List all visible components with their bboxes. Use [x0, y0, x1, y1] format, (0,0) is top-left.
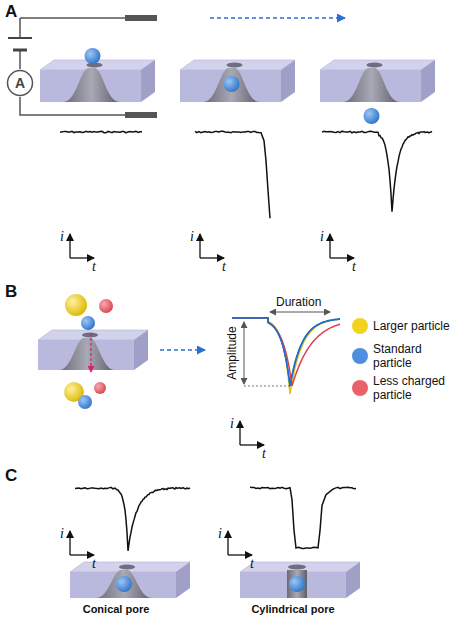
axis-label: i — [230, 416, 234, 432]
conical-pore — [204, 68, 260, 102]
battery-symbol — [8, 38, 32, 50]
axis-label: t — [92, 556, 96, 572]
current-trace — [322, 131, 432, 211]
current-axis — [69, 234, 70, 258]
duration-arrow — [270, 312, 330, 313]
standard-particle — [224, 76, 240, 92]
amplitude-label: Amplitude — [225, 326, 239, 379]
panel-label: B — [5, 282, 17, 302]
membrane — [180, 60, 295, 102]
pore-caption: Conical pore — [83, 603, 150, 615]
membrane-top — [38, 330, 148, 340]
standard-trace — [232, 318, 340, 386]
current-axis — [239, 421, 240, 445]
membrane-side — [346, 562, 360, 598]
cylindrical-trace — [250, 487, 356, 548]
electrode — [125, 112, 157, 118]
conical-pore — [59, 338, 115, 370]
conical-pore — [344, 68, 400, 102]
larger-trace — [232, 318, 340, 394]
pore-opening — [288, 565, 306, 570]
membrane — [40, 60, 155, 102]
membrane — [240, 562, 360, 598]
axis-label: i — [60, 526, 64, 542]
axis-label: i — [60, 229, 64, 245]
current-axis — [329, 234, 330, 258]
conical-pore — [64, 68, 120, 102]
membrane-side — [421, 60, 435, 102]
current-trace — [195, 131, 270, 218]
time-axis — [70, 257, 94, 258]
membrane-top — [180, 60, 295, 70]
electrode — [125, 15, 157, 21]
conical-trace — [75, 487, 190, 551]
larger-particle — [65, 294, 87, 316]
standard-particle — [85, 48, 101, 64]
standard-particle — [78, 395, 92, 409]
panel-label: C — [5, 466, 17, 486]
legend-text: Standard particle — [373, 342, 453, 370]
axis-label: i — [320, 229, 324, 245]
current-axis — [69, 531, 70, 555]
current-axis — [199, 234, 200, 258]
time-axis — [228, 554, 252, 555]
membrane — [70, 562, 190, 598]
legend-text: Less charged particle — [373, 374, 453, 402]
panel-label: A — [5, 2, 17, 22]
less-charged-particle — [94, 382, 106, 394]
standard-particle — [81, 316, 95, 330]
time-axis — [70, 554, 94, 555]
pore-opening — [82, 333, 98, 338]
axis-label: t — [92, 259, 96, 275]
membrane-top — [320, 60, 435, 70]
membrane-side — [134, 330, 148, 370]
standard-particle — [116, 576, 132, 592]
membrane — [38, 330, 148, 370]
axis-label: i — [190, 229, 194, 245]
current-trace — [60, 131, 142, 133]
sequence-arrow — [210, 17, 345, 19]
legend-swatch — [352, 318, 368, 334]
less-charged-particle — [99, 299, 113, 313]
amplitude-arrow — [244, 322, 245, 384]
axis-label: t — [250, 556, 254, 572]
ammeter-symbol: A — [6, 69, 34, 97]
membrane-top — [70, 562, 190, 572]
amplitude-guide — [244, 386, 292, 387]
axis-label: t — [222, 259, 226, 275]
time-axis — [240, 444, 264, 445]
translocation-arrow — [90, 333, 91, 372]
conical-pore — [96, 570, 152, 598]
ammeter-letter: A — [6, 69, 34, 97]
membrane-side — [141, 60, 155, 102]
time-axis — [330, 257, 354, 258]
axis-label: t — [352, 259, 356, 275]
membrane — [320, 60, 435, 102]
legend-swatch — [352, 348, 368, 364]
standard-trace — [232, 318, 340, 386]
duration-label: Duration — [276, 295, 321, 309]
legend-text: Larger particle — [373, 319, 453, 333]
cylindrical-pore — [287, 570, 307, 598]
axis-label: i — [218, 526, 222, 542]
standard-particle — [364, 108, 380, 124]
axis-label: t — [262, 446, 266, 462]
pore-opening — [119, 565, 135, 570]
membrane-side — [176, 562, 190, 598]
time-axis — [200, 257, 224, 258]
membrane-side — [281, 60, 295, 102]
legend-swatch — [352, 380, 368, 396]
result-arrow — [160, 349, 205, 351]
current-axis — [227, 531, 228, 555]
standard-particle — [289, 576, 305, 592]
pore-opening — [367, 63, 383, 68]
pore-caption: Cylindrical pore — [251, 603, 334, 615]
pore-opening — [227, 63, 243, 68]
less-charged-trace — [232, 318, 340, 386]
